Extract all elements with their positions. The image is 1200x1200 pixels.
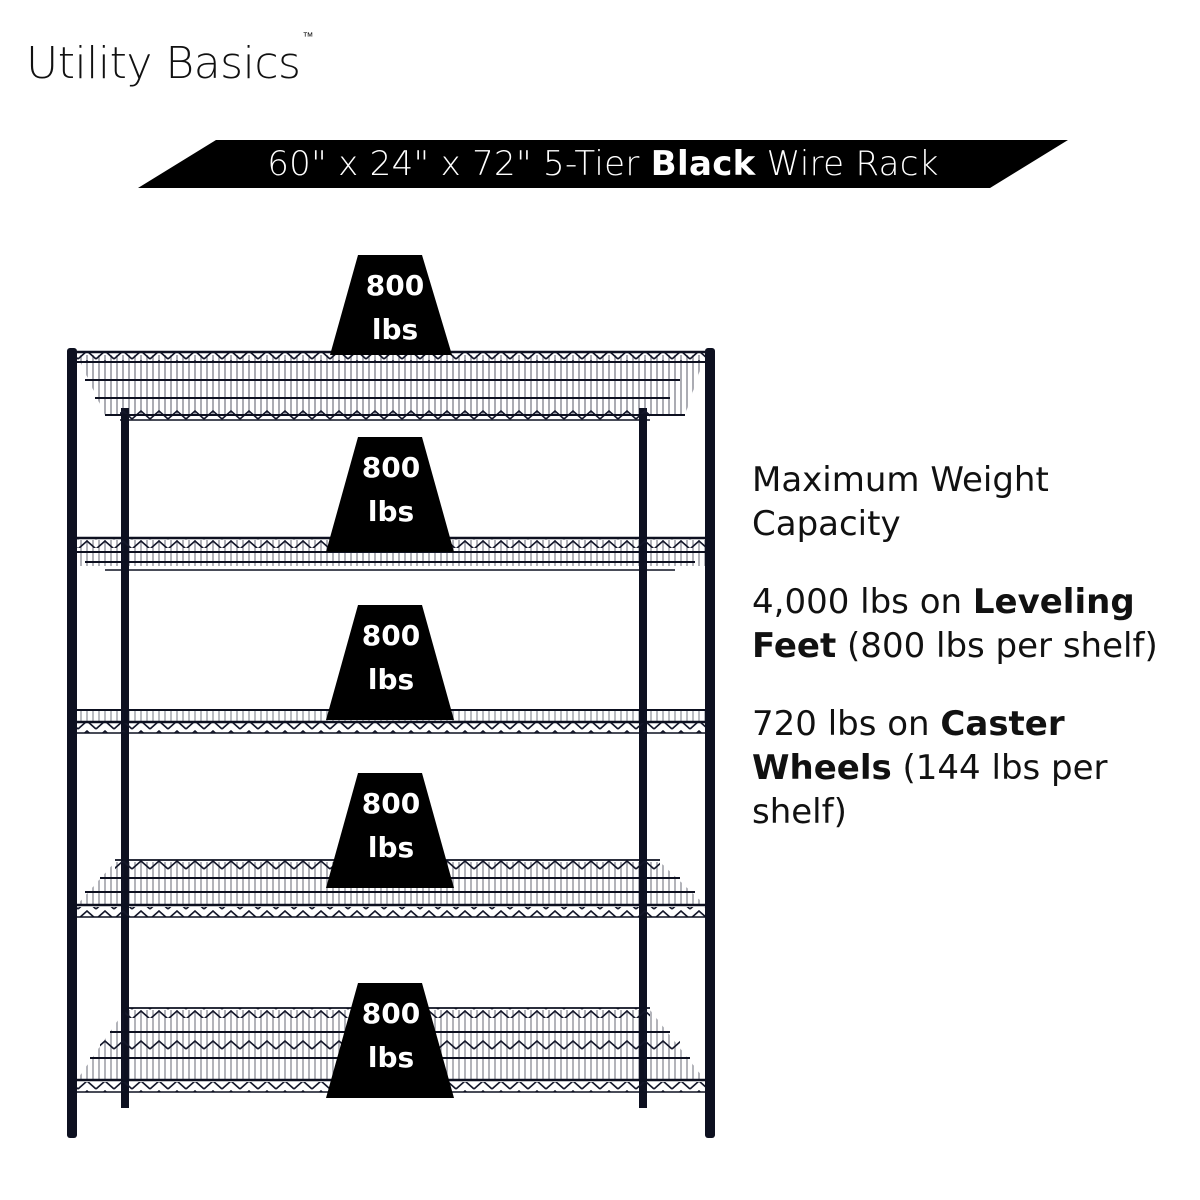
weight-trapezoid-icon [326,437,454,552]
badge-value: 800 [361,787,421,820]
wire-rack-illustration: 800 lbs 800 lbs 800 lbs 800 lbs 800 lbs [60,240,730,1150]
leveling-feet-capacity: 4,000 lbs on Leveling Feet (800 lbs per … [752,580,1182,668]
badge-value: 800 [365,269,425,302]
banner-parallelogram-shape [138,140,1068,188]
product-title: 60" x 24" x 72" 5-Tier Black Wire Rack [138,140,1068,188]
capacity-info: Maximum Weight Capacity 4,000 lbs on Lev… [752,458,1182,868]
badge-unit: lbs [367,1041,415,1074]
caster-wheels-capacity: 720 lbs on Caster Wheels (144 lbs per sh… [752,702,1182,834]
weight-trapezoid-icon [330,255,452,355]
shelf-4-weight-badge: 800 lbs [326,773,456,888]
badge-unit: lbs [371,313,419,346]
badge-unit: lbs [367,831,415,864]
weight-trapezoid-icon [326,773,454,888]
leveling-suffix: (800 lbs per shelf) [836,626,1158,666]
badge-unit: lbs [367,663,415,696]
product-title-banner: 60" x 24" x 72" 5-Tier Black Wire Rack [138,140,1068,188]
brand-logo: Utility Basics™ [26,30,313,89]
shelf-3-weight-badge: 800 lbs [326,605,456,720]
weight-trapezoid-icon [326,983,454,1098]
product-type: Wire Rack [755,144,939,184]
caster-prefix: 720 lbs on [752,704,941,744]
badge-value: 800 [361,619,421,652]
product-dimensions: 60" x 24" x 72" 5-Tier [267,144,651,184]
weight-trapezoid-icon [326,605,454,720]
leveling-bold: Leveling Feet [752,582,1135,666]
brand-name: Utility Basics [26,38,301,89]
product-color: Black [650,144,756,184]
capacity-heading: Maximum Weight Capacity [752,460,1049,544]
caster-suffix: (144 lbs per shelf) [752,748,1108,832]
trademark-symbol: ™ [302,30,313,44]
caster-bold: Caster Wheels [752,704,1065,788]
badge-value: 800 [361,451,421,484]
shelf-2-weight-badge: 800 lbs [326,437,456,552]
shelf-5-weight-badge: 800 lbs [326,983,456,1098]
badge-unit: lbs [367,495,415,528]
badge-value: 800 [361,997,421,1030]
shelf-1-weight-badge: 800 lbs [330,255,460,355]
leveling-prefix: 4,000 lbs on [752,582,973,622]
